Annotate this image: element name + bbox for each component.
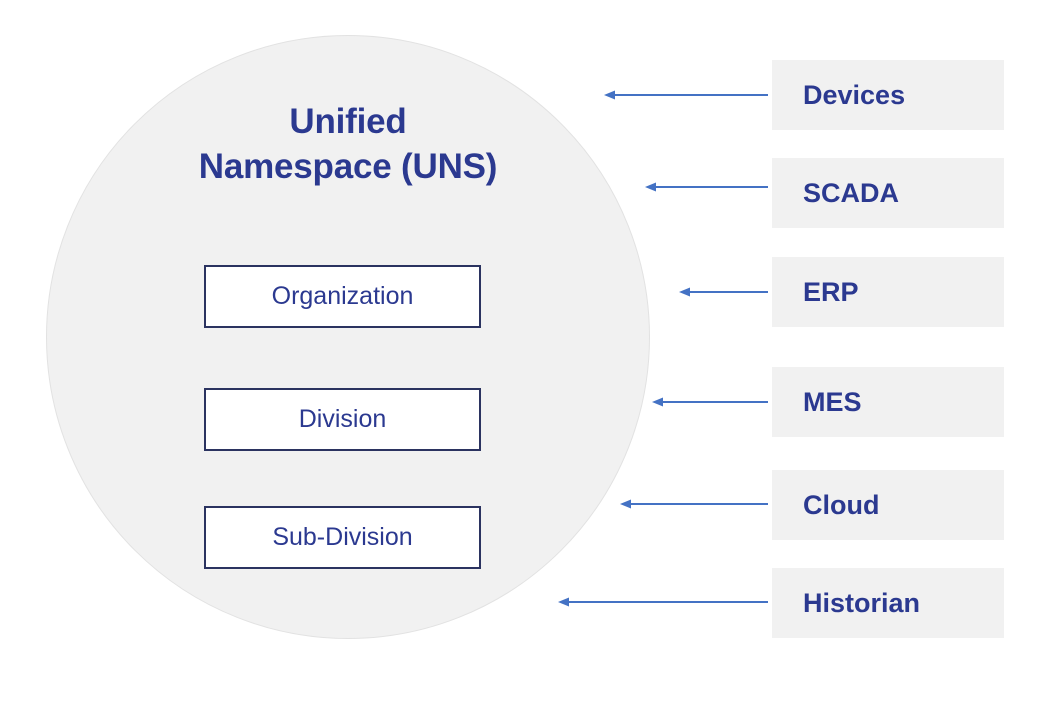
arrow-left-icon [652, 397, 768, 407]
uns-title-line-2: Namespace (UNS) [198, 146, 498, 186]
arrow-left-icon [620, 499, 768, 509]
connector-arrow-historian [558, 595, 768, 609]
source-chip-label: Historian [803, 587, 921, 618]
level-box-organization: Organization [204, 265, 481, 328]
uns-title-line-1: Unified [289, 102, 407, 141]
source-chip-scada: SCADA [772, 158, 1004, 228]
source-chip-label: ERP [803, 276, 859, 307]
source-chip-label: MES [803, 386, 862, 417]
connector-arrow-erp [679, 285, 768, 299]
source-chip-devices: Devices [772, 60, 1004, 130]
arrow-left-icon [558, 597, 768, 607]
uns-title: Unified Namespace (UNS) [46, 100, 650, 190]
source-chip-mes: MES [772, 367, 1004, 437]
source-chip-label: Cloud [803, 489, 880, 520]
connector-arrow-devices [604, 88, 768, 102]
source-chip-label: SCADA [803, 177, 900, 208]
level-box-division: Division [204, 388, 481, 451]
source-chip-cloud: Cloud [772, 470, 1004, 540]
level-box-label: Sub-Division [272, 523, 413, 551]
connector-arrow-mes [652, 395, 768, 409]
arrow-left-icon [645, 182, 768, 192]
source-chip-erp: ERP [772, 257, 1004, 327]
connector-arrow-cloud [620, 497, 768, 511]
connector-arrow-scada [645, 180, 768, 194]
source-chip-label: Devices [803, 79, 906, 110]
source-chip-historian: Historian [772, 568, 1004, 638]
arrow-left-icon [679, 287, 768, 297]
level-box-sub-division: Sub-Division [204, 506, 481, 569]
arrow-left-icon [604, 90, 768, 100]
level-box-label: Division [298, 405, 387, 433]
level-box-label: Organization [271, 282, 414, 310]
